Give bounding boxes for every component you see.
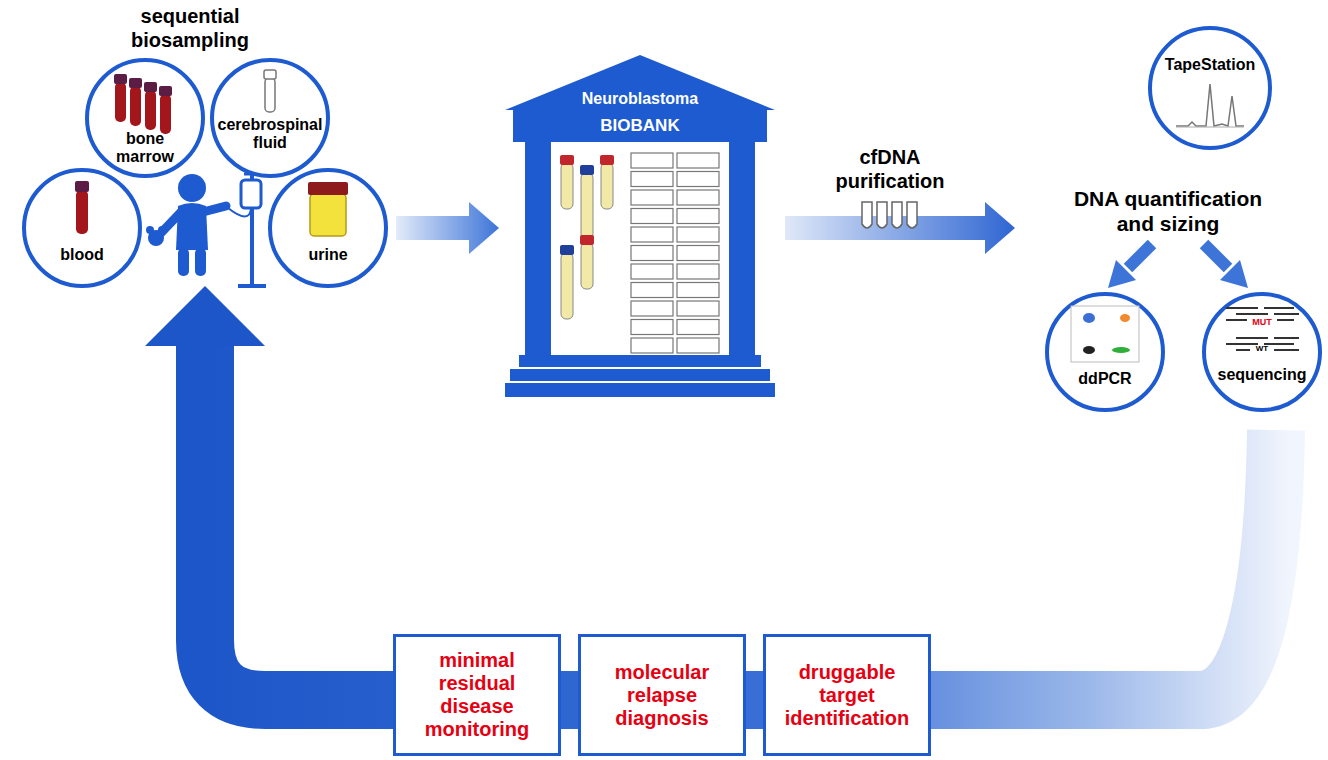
text-run: Neuroblastoma [582,90,698,107]
node-text: ddPCR [1045,370,1165,388]
method-circle: ddPCR [1045,292,1165,412]
text-run: blood [60,246,104,263]
sample-circle: blood [22,168,142,288]
step-label: DNA quantification and sizing [1062,186,1274,236]
process-arrow [785,202,1015,254]
circle-outline [268,168,388,288]
circle-outline [22,168,142,288]
instrument-circle: TapeStation [1148,26,1272,150]
node-text: blood [22,246,142,264]
biobank-building: NeuroblastomaBIOBANK [505,55,775,400]
node-text: sequencing [1202,366,1322,384]
section-heading: sequential biosampling [90,4,290,52]
text-run: ddPCR [1078,370,1131,387]
iv-stand [228,172,266,286]
node-text: TapeStation [1148,56,1272,74]
node-text: molecular relapse diagnosis [596,661,728,730]
node-text: cerebrospinal fluid [214,116,326,153]
node-text: bone marrow [104,130,186,167]
outcome-box: minimal residual disease monitoring [393,634,561,756]
circle-outline [1045,292,1165,412]
text-run: sequencing [1218,366,1307,383]
read-label: MUT [1247,318,1277,328]
node-text: Neuroblastoma [505,90,775,108]
sample-circle: urine [268,168,388,288]
read-label: WT [1250,345,1274,354]
split-arrows [1108,244,1248,288]
cfdna-tubes [862,202,917,228]
text-run: BIOBANK [600,116,679,135]
text-run: TapeStation [1165,56,1255,73]
feedback-arrowhead [145,286,265,346]
outcome-box: molecular relapse diagnosis [578,634,746,756]
sample-circle: cerebrospinal fluid [210,58,330,178]
text-run: urine [308,246,347,263]
sample-circle: bone marrow [85,58,205,178]
outcome-box: druggable target identification [763,634,931,756]
node-text: druggable target identification [777,661,917,730]
node-text: urine [268,246,388,264]
node-text: BIOBANK [505,116,775,136]
node-text: minimal residual disease monitoring [411,649,543,741]
step-label: cfDNA purification [815,145,965,193]
child-figure [146,174,226,276]
flow-arrow [396,202,499,254]
circle-outline [1148,26,1272,150]
